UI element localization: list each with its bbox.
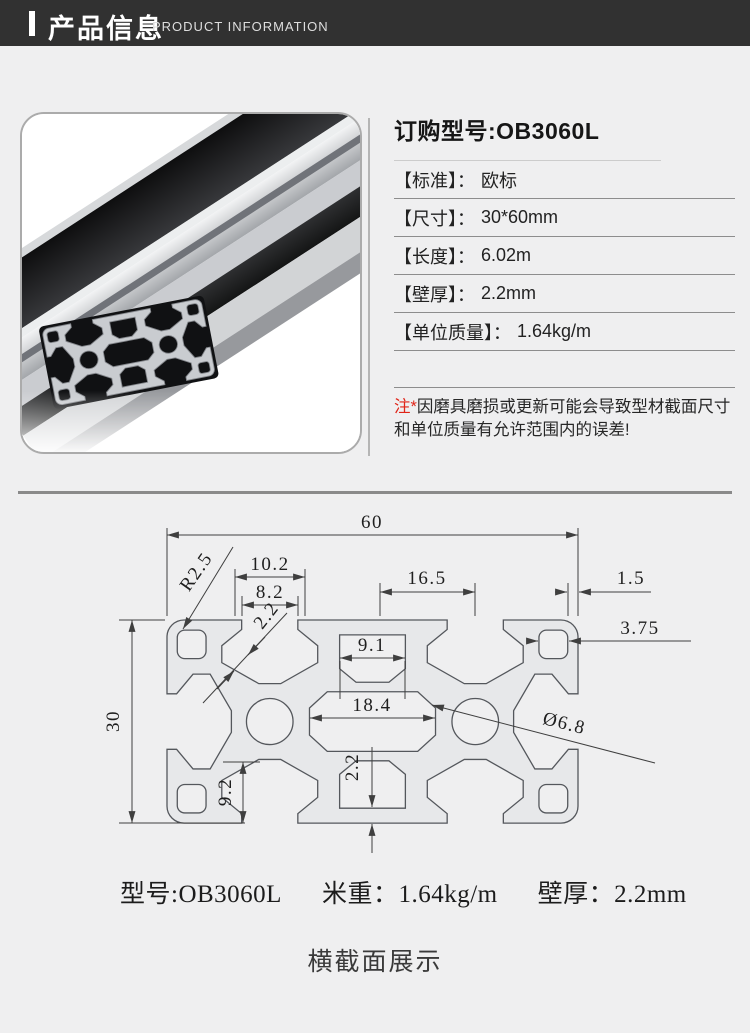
- dim-bottom-wall: 2.2: [342, 747, 376, 853]
- dim-overall-height: 30: [103, 619, 245, 824]
- svg-text:R2.5: R2.5: [176, 548, 218, 595]
- page-title: 产品信息: [48, 14, 164, 44]
- dim-core-clearance: 18.4: [310, 695, 435, 722]
- dim-corner-hole: 3.75: [526, 618, 691, 645]
- vertical-divider: [368, 118, 370, 456]
- product-photo: [20, 112, 362, 454]
- spec-value: 欧标: [481, 170, 517, 191]
- spec-value: 1.64kg/m: [517, 321, 592, 341]
- spec-row-standard: 【标准】： 欧标: [394, 161, 735, 199]
- drawing-caption: 横截面展示: [307, 948, 443, 976]
- footer-wall-thickness: 壁厚：2.2mm: [537, 881, 687, 908]
- svg-text:2.2: 2.2: [342, 753, 363, 781]
- tolerance-note: 注*因磨具磨损或更新可能会导致型材截面尺寸和单位质量有允许范围内的误差!: [394, 396, 734, 442]
- note-prefix: 注*: [394, 398, 417, 416]
- note-text: 因磨具磨损或更新可能会导致型材截面尺寸和单位质量有允许范围内的误差!: [394, 398, 731, 439]
- dim-corner-radius: R2.5: [176, 546, 234, 630]
- svg-text:8.2: 8.2: [256, 582, 284, 603]
- svg-text:9.2: 9.2: [215, 778, 236, 806]
- cross-section-drawing: 60 R2.5 10.2 8.2: [95, 495, 715, 870]
- spec-label: 【单位质量】：: [394, 322, 511, 343]
- spec-row-unit-weight: 【单位质量】： 1.64kg/m: [394, 313, 735, 351]
- spec-row-size: 【尺寸】： 30*60mm: [394, 199, 735, 237]
- footer-meter-weight: 米重：1.64kg/m: [321, 881, 498, 908]
- order-model-title: 订购型号:OB3060L: [394, 118, 600, 144]
- svg-text:Ø6.8: Ø6.8: [541, 708, 588, 739]
- spec-label: 【标准】：: [394, 170, 475, 191]
- svg-text:9.1: 9.1: [358, 635, 386, 656]
- title-divider: [394, 160, 661, 161]
- profile-cross-section-face: [39, 295, 219, 409]
- svg-text:2.2: 2.2: [250, 598, 284, 633]
- accent-bar: [29, 11, 35, 36]
- spec-value: 2.2mm: [481, 283, 537, 303]
- spec-label: 【壁厚】：: [394, 284, 475, 305]
- svg-text:16.5: 16.5: [407, 568, 446, 589]
- section-separator: [18, 491, 732, 494]
- spec-value: 6.02m: [481, 245, 532, 265]
- dim-slot-depth: 9.2: [215, 761, 260, 823]
- svg-text:10.2: 10.2: [250, 554, 289, 575]
- spec-value: 30*60mm: [481, 207, 559, 227]
- dim-edge-wall: 1.5: [555, 568, 651, 616]
- svg-text:3.75: 3.75: [620, 618, 659, 639]
- spec-panel: 订购型号:OB3060L 【标准】： 欧标 【尺寸】： 30*60mm 【长度】…: [394, 112, 735, 442]
- spec-row-wall: 【壁厚】： 2.2mm: [394, 275, 735, 313]
- aluminum-profile-photo-illustration: [22, 114, 360, 452]
- page-subtitle: PRODUCT INFORMATION: [152, 19, 329, 34]
- dim-slot-outer-width: 10.2: [234, 554, 306, 616]
- note-divider: [394, 387, 735, 388]
- svg-text:1.5: 1.5: [617, 568, 645, 589]
- spec-label: 【尺寸】：: [394, 208, 475, 229]
- dim-slot-opening: 8.2: [241, 582, 299, 616]
- footer-model: 型号:OB3060L: [120, 881, 282, 908]
- spec-row-length: 【长度】： 6.02m: [394, 237, 735, 275]
- dim-overall-width: 60: [166, 512, 579, 616]
- svg-text:60: 60: [361, 512, 383, 533]
- dim-top-right-spacing: 16.5: [379, 568, 476, 616]
- spec-label: 【长度】：: [394, 246, 475, 267]
- svg-text:18.4: 18.4: [352, 695, 391, 716]
- footer-spec-line: 型号:OB3060L 米重：1.64kg/m 壁厚：2.2mm: [120, 874, 687, 910]
- dim-center-cavity-width: 9.1: [339, 635, 406, 699]
- header-bar: 产品信息 PRODUCT INFORMATION: [0, 0, 750, 46]
- svg-text:30: 30: [103, 710, 124, 732]
